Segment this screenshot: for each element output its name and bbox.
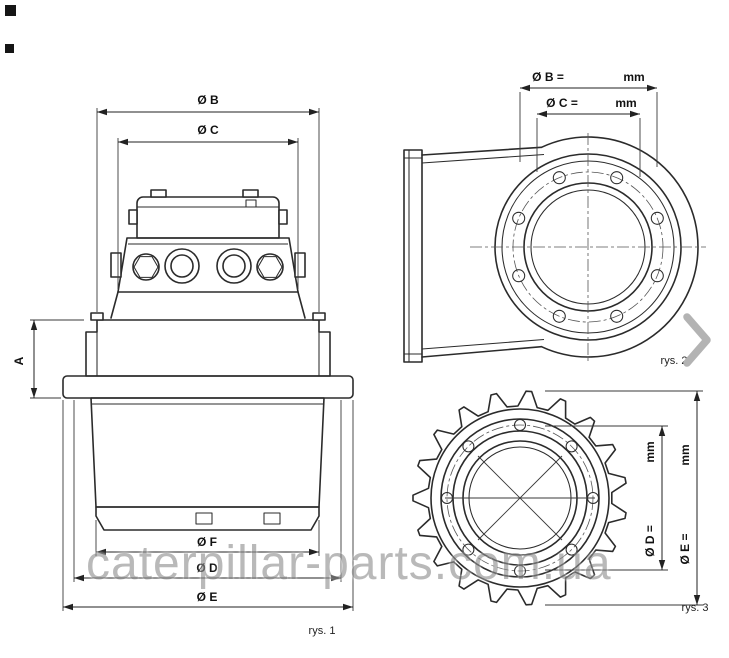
port-circle-inner <box>222 254 246 278</box>
sprocket-teeth-outline <box>412 390 627 606</box>
upper-flange-outline <box>85 319 331 377</box>
bolt-hole <box>565 543 578 556</box>
dim-unit-c: mm <box>615 96 636 110</box>
band-side-tab <box>294 252 306 278</box>
dim-label-d: Ø D = <box>643 525 657 557</box>
dim-label-b: Ø B = <box>532 70 564 84</box>
dim-label-c: Ø C = <box>546 96 578 110</box>
bolt-hole <box>512 211 526 225</box>
dim-unit-b: mm <box>623 70 644 84</box>
bolt-hole <box>610 171 624 185</box>
extension-lines <box>519 92 658 177</box>
dim-label-d: Ø D <box>196 561 218 575</box>
chevron-right-icon[interactable] <box>683 313 711 367</box>
figure2-housing-side-view: Ø B = mm Ø C = mm rys. 2 <box>403 70 711 367</box>
tooth-root-ring <box>430 408 610 588</box>
centerlines <box>445 455 595 541</box>
bolt-hole <box>610 309 624 323</box>
housing-taper-inner-lines <box>421 153 545 350</box>
figure2-caption: rys. 2 <box>661 355 688 367</box>
mount-plate-details <box>404 150 422 362</box>
drum-foot <box>195 512 213 525</box>
cap-side-clip <box>128 209 138 225</box>
extension-lines <box>30 108 354 611</box>
bolt-hole <box>650 269 664 283</box>
band-side-tab <box>110 252 122 278</box>
scan-artifact-mark <box>5 5 16 16</box>
dim-unit-e: mm <box>678 444 692 465</box>
dim-label-a: A <box>12 356 26 365</box>
bolt-hole <box>552 171 566 185</box>
centerlines <box>470 133 706 361</box>
motor-cap-outline <box>136 196 280 239</box>
figure1-caption: rys. 1 <box>309 625 336 637</box>
transition-lines <box>110 291 306 319</box>
scan-artifact-mark <box>5 44 14 53</box>
bolt-hole <box>512 269 526 283</box>
bolt-hole <box>552 309 566 323</box>
hex-plug <box>257 256 283 278</box>
dim-label-e: Ø E = <box>678 533 692 564</box>
dim-unit-d: mm <box>643 441 657 462</box>
figure3-sprocket-view: mm Ø D = mm Ø E = rys. 3 <box>412 390 709 614</box>
port-circle <box>216 248 252 284</box>
watermark: caterpillar-parts.com.ua <box>86 537 612 590</box>
bolt-hole <box>650 211 664 225</box>
drum-outline <box>90 397 325 508</box>
bolt-holes-group <box>440 418 600 578</box>
port-circle <box>164 248 200 284</box>
dim-label-c: Ø C <box>197 123 219 137</box>
wide-flange-outline <box>62 375 354 399</box>
cap-tab <box>150 189 167 198</box>
cap-plate <box>245 199 257 208</box>
hex-plug-ring <box>132 253 160 281</box>
bolt-hole <box>462 440 475 453</box>
valve-band-outline <box>117 237 299 293</box>
hex-plug <box>133 256 159 278</box>
extension-lines <box>545 390 703 606</box>
bolt-hole <box>462 543 475 556</box>
hex-plug-ring <box>256 253 284 281</box>
bolt-hole <box>513 564 527 578</box>
port-circle-inner <box>170 254 194 278</box>
dim-label-e: Ø E <box>197 590 218 604</box>
flange-boss <box>90 312 104 321</box>
bolt-holes-group <box>512 171 664 323</box>
figure3-caption: rys. 3 <box>682 602 709 614</box>
cap-tab <box>242 189 259 198</box>
figure1-final-drive-front-view: Ø B Ø C A Ø F Ø D Ø E rys. 1 <box>12 93 354 637</box>
dim-label-b: Ø B <box>197 93 219 107</box>
bolt-hole <box>565 440 578 453</box>
drum-bottom-cap <box>95 506 320 531</box>
dim-label-f: Ø F <box>197 535 217 549</box>
mount-plate <box>403 149 423 363</box>
cap-side-clip <box>278 209 288 225</box>
flange-boss <box>312 312 326 321</box>
drum-foot <box>263 512 281 525</box>
bolt-hole <box>513 418 527 432</box>
upper-flange-steps <box>96 332 320 376</box>
housing-taper-lines <box>421 146 543 358</box>
